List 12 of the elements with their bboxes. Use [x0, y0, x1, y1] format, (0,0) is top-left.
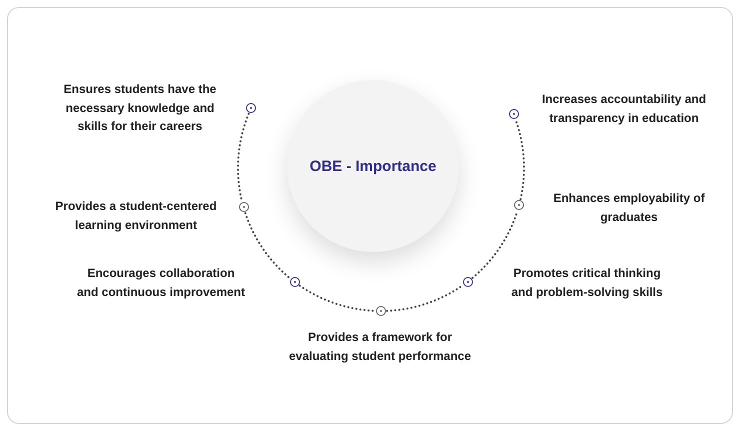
point-text: Increases accountability and transparency in education: [540, 91, 708, 126]
dotted-arc: [298, 284, 376, 312]
dotted-arc: [244, 212, 292, 280]
point-text: Promotes critical thinking and problem-solving skills: [510, 265, 664, 300]
point-text: Provides a student-centered learning environment: [54, 198, 218, 234]
hub-title: OBE - Importance: [310, 158, 436, 174]
point-text: Enhances employability of graduates: [552, 190, 706, 226]
point-text: Provides a framework for evaluating student performance: [288, 329, 472, 364]
dotted-arc: [514, 119, 525, 200]
dotted-arc: [386, 284, 464, 312]
point-text: Encourages collaboration and continuous improvement: [76, 265, 246, 300]
point-text: Ensures students have the necessary knowledge and skills for their careers: [62, 81, 218, 135]
